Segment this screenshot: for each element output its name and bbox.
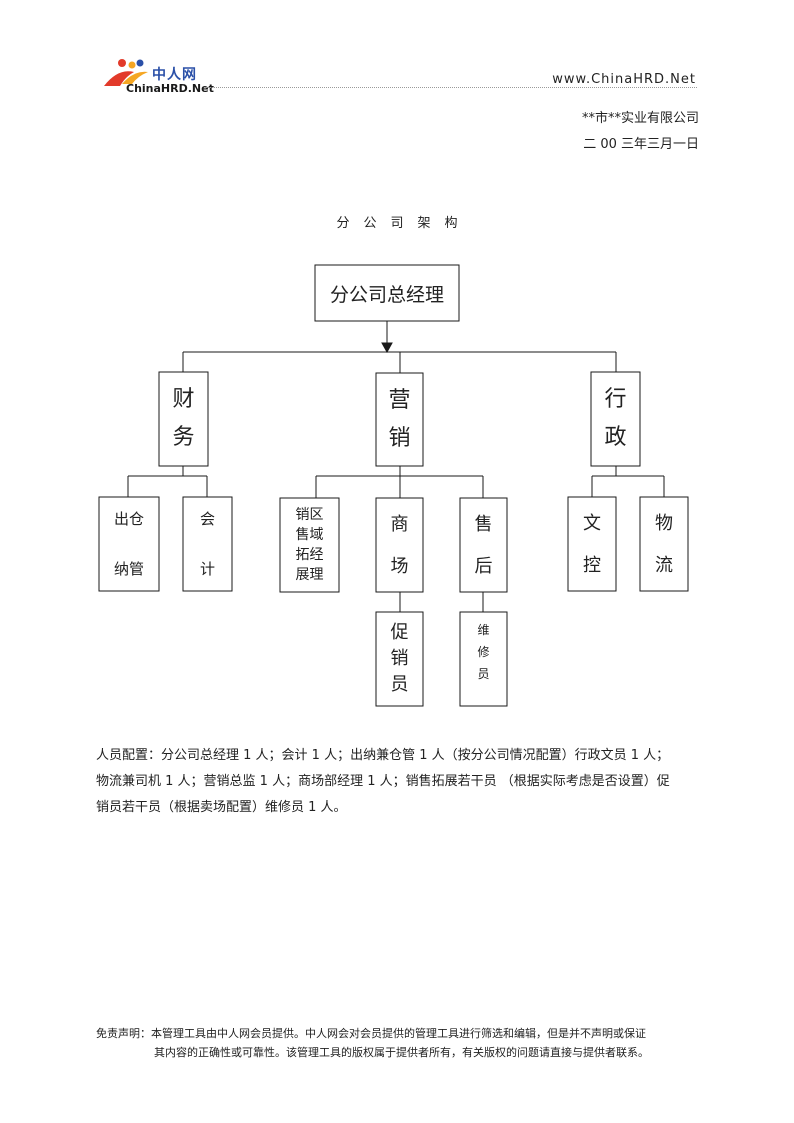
box-promoter: [375, 611, 424, 707]
node-marketing-label: 营 销: [388, 387, 411, 451]
node-gm-label: 分公司总经理: [329, 283, 444, 306]
document-date: 二 00 三年三月一日: [583, 137, 699, 152]
logo-head-blue: [136, 59, 144, 67]
box-sales-expansion: [279, 497, 340, 593]
logo-english-text: ChinaHRD.Net: [126, 82, 214, 95]
node-clerk-label: 文 控: [583, 512, 601, 576]
chinahrd-logo: [100, 56, 210, 96]
disclaimer: 免责声明：本管理工具由中人网会员提供。中人网会对会员提供的管理工具进行筛选和编辑…: [96, 1024, 700, 1062]
staffing-line-2: 物流兼司机 1 人；营销总监 1 人；商场部经理 1 人；销售拓展若干员 （根据…: [96, 774, 670, 789]
box-cashier: [98, 496, 160, 592]
site-url[interactable]: www.ChinaHRD.Net: [552, 72, 696, 87]
staffing-line-3: 销员若干员（根据卖场配置）维修员 1 人。: [96, 800, 347, 815]
node-repair-label: 维 修 员: [477, 623, 490, 681]
node-cashier-label: 出仓 纳管: [113, 509, 144, 578]
box-logistics: [639, 496, 689, 592]
box-accounting: [182, 496, 233, 592]
node-logistics-label: 物 流: [655, 512, 673, 576]
logo-swoosh-2: [122, 71, 148, 84]
logo-head-orange: [128, 61, 136, 69]
staffing-paragraph: 人员配置：分公司总经理 1 人；会计 1 人；出纳兼仓管 1 人（按分公司情况配…: [96, 743, 700, 821]
disclaimer-line-2: 其内容的正确性或可靠性。该管理工具的版权属于提供者所有，有关版权的问题请直接与提…: [154, 1046, 649, 1059]
header-divider: [205, 87, 697, 88]
box-repair: [459, 611, 508, 707]
logo-chinese-text: 中人网: [152, 67, 197, 83]
logo-head-red: [118, 59, 126, 67]
staffing-line-1: 人员配置：分公司总经理 1 人；会计 1 人；出纳兼仓管 1 人（按分公司情况配…: [96, 748, 670, 763]
arrow-gm: [381, 342, 393, 354]
logo-swoosh: [104, 71, 134, 86]
company-name: **市**实业有限公司: [581, 111, 699, 126]
node-mall-label: 商 场: [390, 513, 409, 577]
node-sales-expansion-label: 销区 售域 拓经 展理: [295, 507, 324, 583]
disclaimer-line-1: 免责声明：本管理工具由中人网会员提供。中人网会对会员提供的管理工具进行筛选和编辑…: [96, 1027, 646, 1040]
node-finance-label: 财 务: [172, 387, 195, 450]
node-accounting-label: 会 计: [199, 509, 215, 578]
box-clerk: [567, 496, 617, 592]
node-promoter-label: 促 销 员: [390, 622, 409, 695]
node-admin-label: 行 政: [604, 387, 627, 450]
node-after-sales-label: 售 后: [474, 513, 493, 577]
document-title: 分公司架构: [336, 216, 472, 231]
